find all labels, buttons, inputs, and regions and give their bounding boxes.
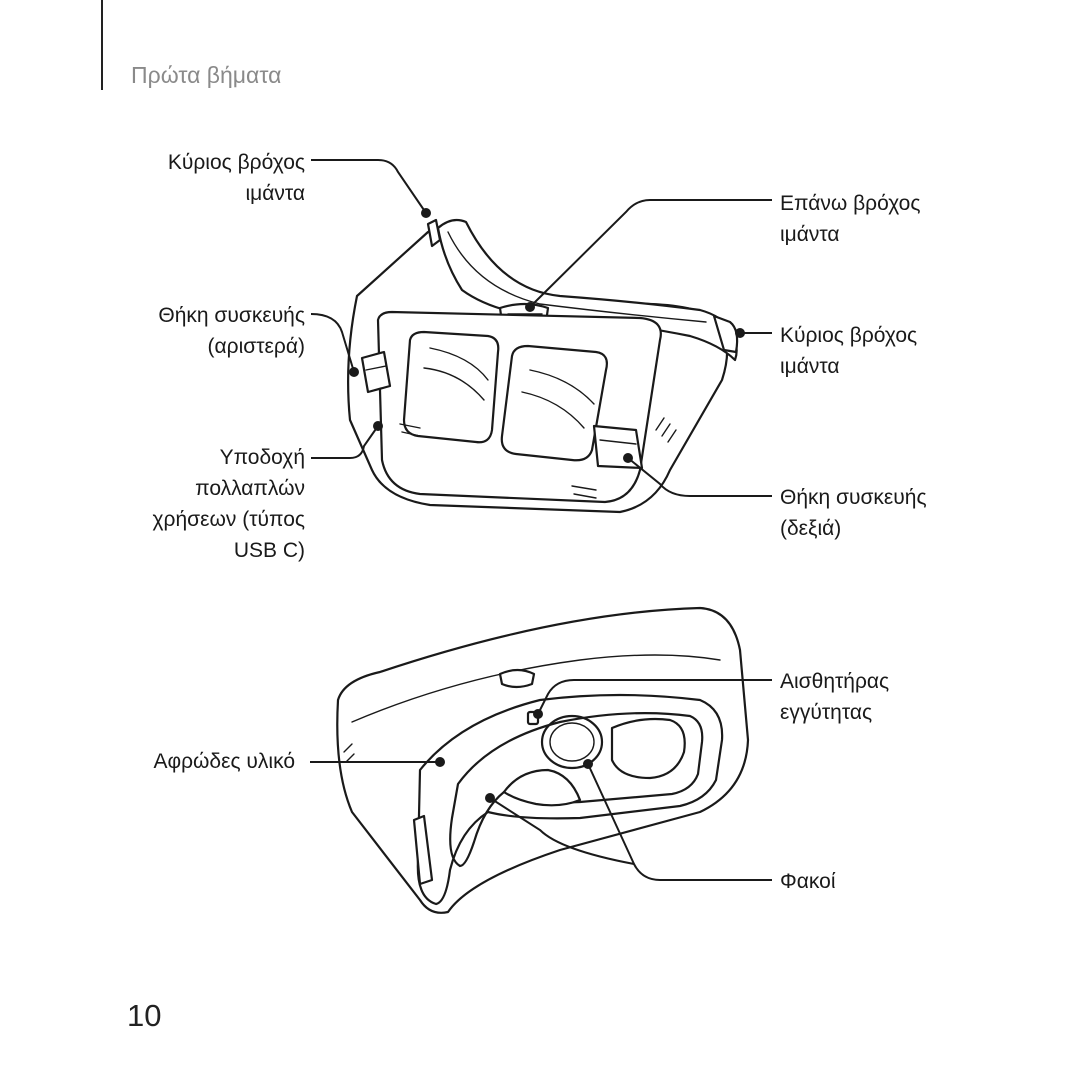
label-top-strap-loop: Επάνω βρόχος ιμάντα [780, 192, 921, 246]
margin-rule [101, 0, 103, 90]
label-usb-c-port: Υποδοχή πολλαπλών χρήσεων (τύπος USB C) [152, 446, 305, 562]
section-title: Πρώτα βήματα [131, 62, 282, 88]
label-foam-cushion: Αφρώδες υλικό [153, 750, 295, 773]
label-lenses: Φακοί [780, 870, 836, 893]
headset-front-view [347, 218, 739, 514]
label-proximity-sensor: Αισθητήρας εγγύτητας [780, 670, 890, 724]
label-device-holder-left: Θήκη συσκευής (αριστερά) [158, 304, 305, 358]
label-main-strap-loop-left: Κύριος βρόχος ιμάντα [167, 151, 305, 205]
label-device-holder-right: Θήκη συσκευής (δεξιά) [780, 486, 927, 540]
label-main-strap-loop-right: Κύριος βρόχος ιμάντα [780, 324, 918, 378]
page-number: 10 [127, 998, 162, 1033]
headset-rear-view [336, 606, 750, 914]
